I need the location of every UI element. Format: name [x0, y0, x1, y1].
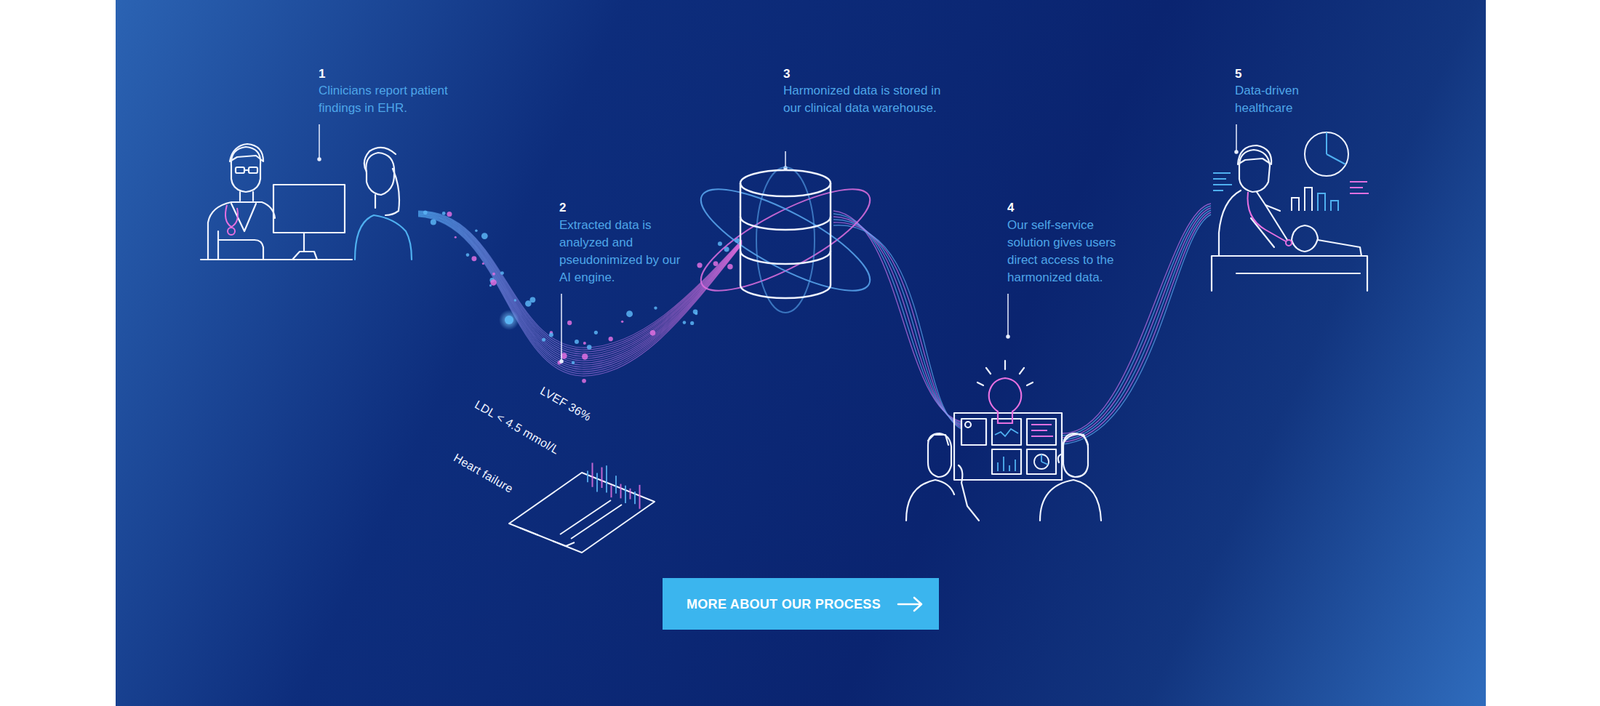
- data-dot: [492, 272, 496, 276]
- data-dot: [500, 271, 504, 275]
- data-bar: [634, 491, 636, 504]
- light-bulb: [977, 360, 1033, 424]
- data-dot: [713, 261, 719, 267]
- wave-line: [418, 216, 742, 374]
- data-dot: [571, 360, 575, 364]
- data-bar: [610, 485, 613, 498]
- data-particles: [423, 210, 740, 384]
- patient-figure: [354, 147, 412, 260]
- data-dot: [504, 315, 514, 325]
- data-dot: [471, 256, 477, 262]
- data-dot: [466, 253, 470, 257]
- data-dot: [653, 306, 657, 310]
- step-number: 4: [1007, 199, 1051, 217]
- data-dot: [581, 353, 588, 360]
- database-cylinder: [740, 170, 831, 299]
- step-description: Clinicians report patient findings in EH…: [318, 82, 475, 118]
- wave-line: [833, 213, 962, 424]
- arrow-icon: [898, 597, 922, 611]
- data-bar: [615, 475, 617, 494]
- data-dot: [530, 296, 536, 303]
- data-bars: [587, 463, 640, 510]
- stethoscope: [225, 205, 238, 235]
- team-figures: [906, 433, 1102, 521]
- step-number: 3: [783, 65, 827, 83]
- data-dot: [696, 262, 702, 268]
- button-label: MORE ABOUT OUR PROCESS: [686, 596, 881, 612]
- data-dot: [567, 320, 572, 326]
- step-number: 5: [1234, 65, 1279, 83]
- wave-line: [418, 216, 742, 372]
- data-dot: [594, 330, 598, 335]
- data-dot: [481, 232, 488, 240]
- data-dot: [727, 264, 733, 270]
- chart-icons: [1213, 132, 1369, 211]
- data-dot: [626, 310, 633, 318]
- finding-value: LDL < 4.5 mmol/L: [471, 396, 563, 459]
- report-document: [509, 472, 655, 553]
- data-dot: [682, 320, 687, 325]
- data-dot: [690, 321, 694, 326]
- stethoscope: [1248, 192, 1293, 246]
- data-bar: [592, 463, 594, 488]
- data-dot: [454, 236, 457, 239]
- data-dot: [482, 262, 485, 265]
- data-dot: [694, 312, 698, 315]
- data-dot: [650, 330, 656, 336]
- data-dot: [581, 378, 587, 384]
- data-dot: [541, 338, 546, 342]
- data-dot: [583, 341, 587, 345]
- finding-value: LVEF 36%: [536, 382, 595, 427]
- data-dot: [430, 218, 437, 225]
- dashboard-charts: [994, 424, 1054, 472]
- data-orbits: [688, 167, 882, 313]
- step-description: Data-driven healthcare: [1234, 82, 1319, 118]
- data-bar: [629, 488, 632, 500]
- arrow-icon: [896, 595, 926, 614]
- step-description: Our self-service solution gives users di…: [1007, 216, 1135, 287]
- data-dot: [717, 241, 723, 246]
- data-dot: [586, 344, 592, 350]
- wave-line: [833, 210, 962, 422]
- cta-button: MORE ABOUT OUR PROCESS: [662, 578, 939, 630]
- finding-value: Heart failure: [450, 449, 517, 498]
- leader-lines: [317, 124, 1238, 363]
- data-dot: [490, 279, 496, 286]
- wave-line: [418, 216, 742, 376]
- data-dot: [423, 210, 428, 216]
- data-dot: [489, 284, 492, 287]
- data-bar: [624, 485, 627, 504]
- data-bar: [620, 484, 622, 499]
- glow-dot: [498, 309, 520, 331]
- data-dot: [446, 211, 452, 217]
- data-dot: [442, 211, 446, 216]
- data-dot: [574, 339, 579, 344]
- step-number: 1: [318, 65, 363, 83]
- data-bar: [601, 467, 603, 488]
- clinician-figure: [200, 144, 352, 260]
- data-bar: [586, 471, 589, 483]
- wave-line: [833, 225, 962, 430]
- wave-line: [833, 216, 962, 425]
- step-description: Extracted data is analyzed and pseudonim…: [559, 216, 691, 287]
- data-bar: [605, 465, 608, 493]
- data-dot: [621, 320, 624, 323]
- wave-line: [833, 219, 962, 427]
- data-dot: [514, 298, 517, 302]
- monitor: [273, 184, 345, 260]
- data-dot: [549, 333, 554, 338]
- data-bar: [596, 473, 598, 493]
- step-number: 2: [559, 199, 603, 217]
- data-bar: [639, 485, 641, 510]
- data-dot: [608, 336, 614, 342]
- data-dot: [474, 229, 478, 232]
- step-description: Harmonized data is stored in our clinica…: [783, 82, 962, 118]
